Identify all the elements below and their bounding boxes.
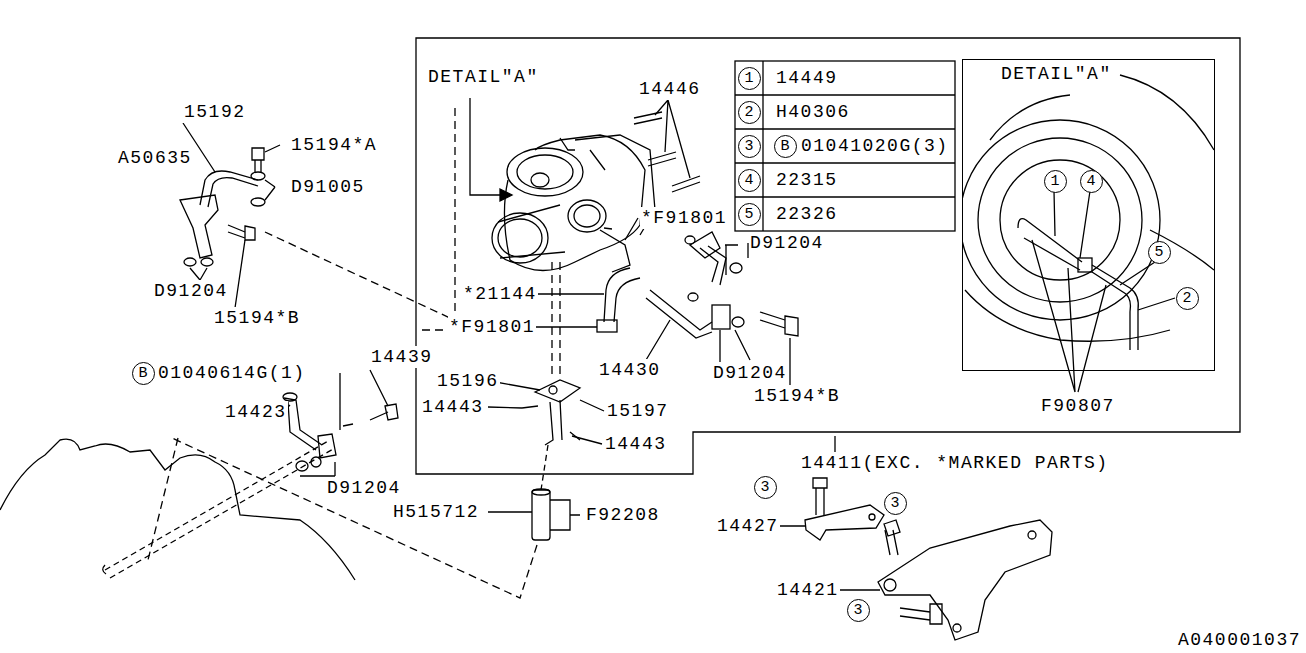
part-number: *F91801	[448, 316, 536, 338]
part-number: 15194*B	[753, 385, 841, 407]
part-number: D91204	[326, 477, 402, 499]
callout-circle: 2	[738, 101, 761, 124]
callout-number: 1	[744, 71, 753, 86]
part-number: H515712	[392, 501, 480, 523]
part-number: 22315	[775, 169, 839, 191]
part-number: D91005	[290, 176, 366, 198]
callout-circle: 5	[738, 203, 761, 226]
callout-circle: B	[132, 362, 155, 385]
callout-circle: 4	[1080, 170, 1103, 193]
callout-number: 3	[853, 603, 862, 618]
part-number: D91204	[712, 362, 788, 384]
part-number: 15194*B	[213, 307, 301, 329]
callout-circle: B	[774, 135, 797, 158]
callout-number: 4	[744, 173, 753, 188]
part-number: 14449	[775, 67, 839, 89]
callout-circle: 3	[884, 492, 907, 515]
callout-table-grid	[735, 61, 955, 231]
part-number: 14430	[598, 359, 662, 381]
callout-number: 5	[1154, 245, 1163, 260]
part-number: H40306	[775, 101, 851, 123]
callout-number: 5	[744, 207, 753, 222]
part-number: 01041020G(3)	[800, 135, 950, 157]
detail-box: DETAIL"A" 1 4 5 2	[962, 59, 1215, 371]
part-number: F90807	[1040, 395, 1116, 417]
part-number: 14443	[421, 396, 485, 418]
callout-number: 3	[890, 496, 899, 511]
callout-circle: 1	[1044, 170, 1067, 193]
part-number: A040001037	[1177, 629, 1302, 651]
callout-number: B	[780, 139, 789, 154]
group-frame	[416, 38, 1240, 474]
part-number: 15196	[436, 370, 500, 392]
part-number: 14421	[776, 579, 840, 601]
part-number: 14427	[716, 515, 780, 537]
callout-circle: 1	[738, 67, 761, 90]
callout-number: 1	[1050, 174, 1059, 189]
callout-number: 2	[1182, 291, 1191, 306]
part-number: *21144	[462, 283, 538, 305]
callout-circle: 4	[738, 169, 761, 192]
part-number: 15192	[183, 101, 247, 123]
part-number: D91204	[153, 280, 229, 302]
part-number: *F91801	[640, 207, 728, 229]
callout-number: B	[138, 366, 147, 381]
callout-number: 3	[744, 139, 753, 154]
callout-circle: 3	[738, 135, 761, 158]
part-number: 01040614G(1)	[157, 362, 307, 384]
part-number: 22326	[775, 203, 839, 225]
part-number: D91204	[749, 232, 825, 254]
part-number: A50635	[117, 147, 193, 169]
callout-number: 4	[1086, 174, 1095, 189]
callout-circle: 2	[1176, 287, 1199, 310]
part-number: DETAIL"A"	[427, 66, 540, 88]
callout-number: 3	[760, 480, 769, 495]
part-number: 15194*A	[290, 134, 378, 156]
callout-circle: 3	[847, 599, 870, 622]
callout-circle: 5	[1148, 241, 1171, 264]
part-number: 14411(EXC. *MARKED PARTS)	[800, 452, 1110, 474]
part-number: F92208	[585, 504, 661, 526]
detail-heading: DETAIL"A"	[1001, 63, 1112, 85]
part-number: 15197	[606, 400, 670, 422]
callout-circle: 3	[754, 476, 777, 499]
callout-number: 2	[744, 105, 753, 120]
part-number: 14423	[224, 401, 288, 423]
part-number: 14439	[370, 346, 434, 368]
turbocharger-drawing	[0, 75, 1214, 640]
part-number: 14443	[604, 433, 668, 455]
part-number: 14446	[638, 78, 702, 100]
